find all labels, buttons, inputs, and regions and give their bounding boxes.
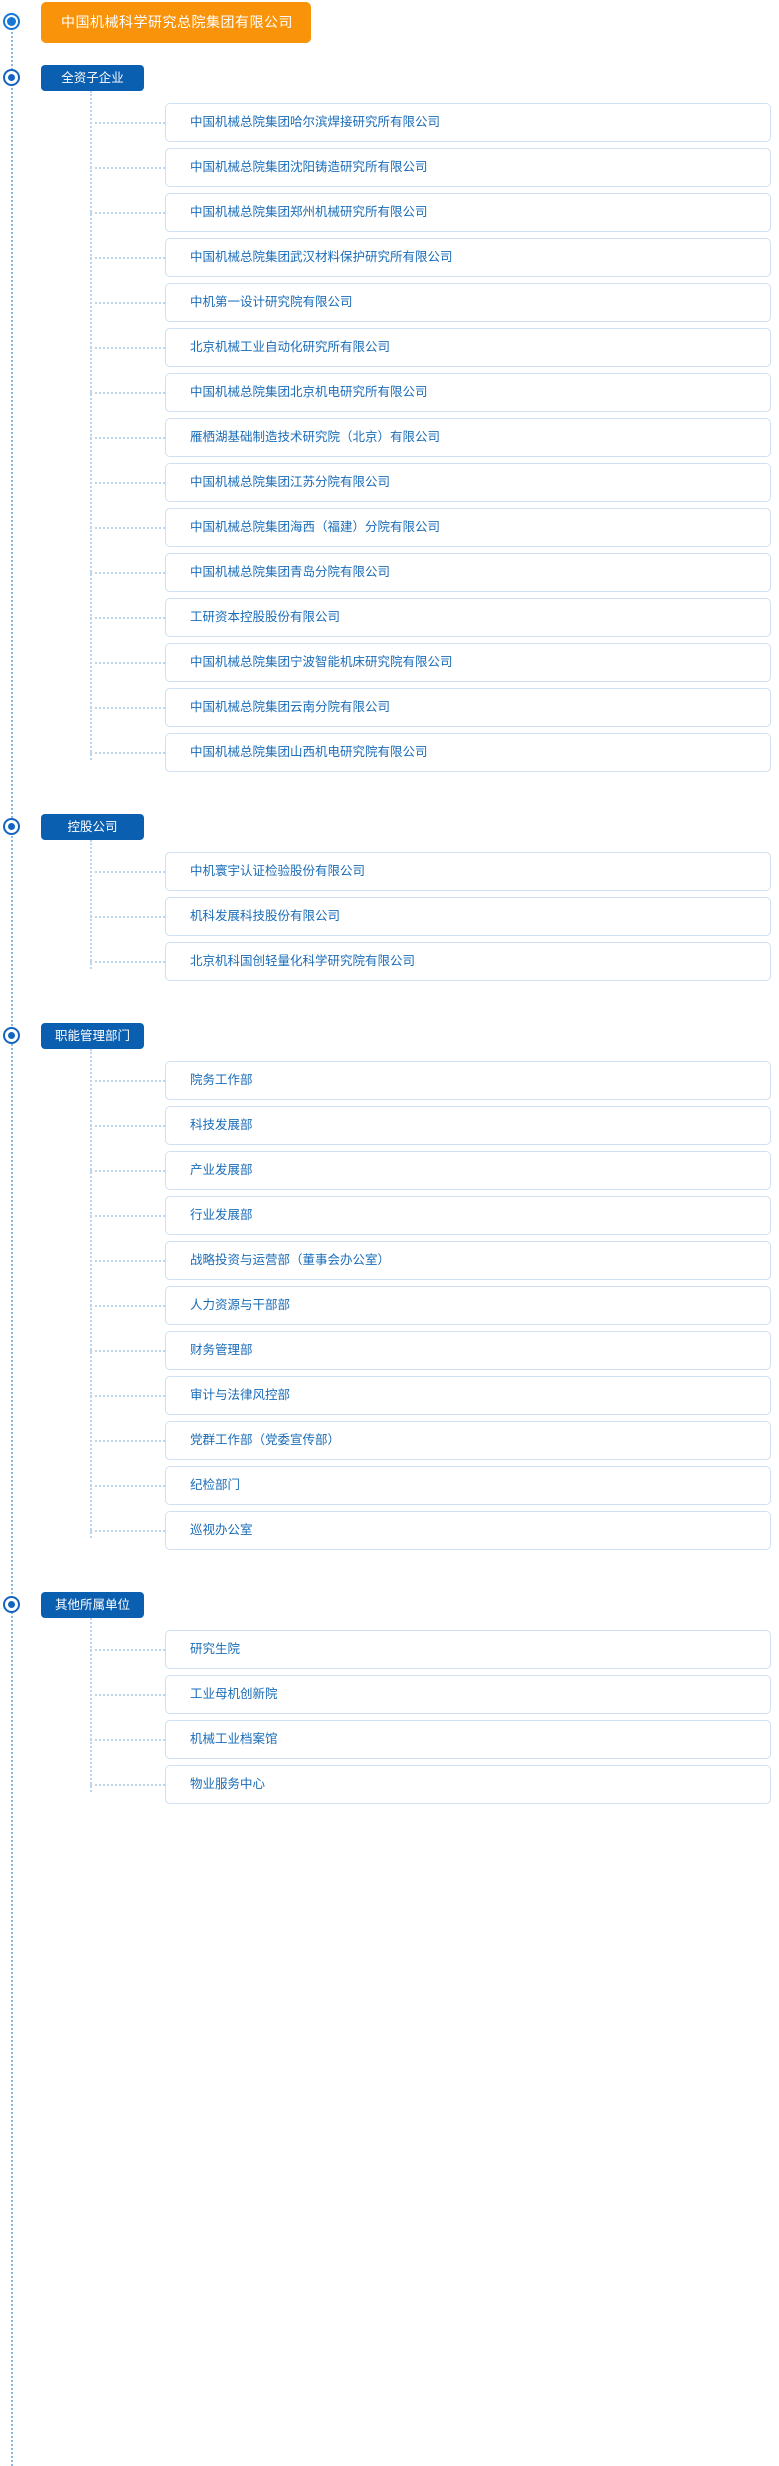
org-item[interactable]: 党群工作部（党委宣传部） (165, 1421, 771, 1460)
category-bullet-icon (3, 1027, 20, 1044)
org-item[interactable]: 中国机械总院集团海西（福建）分院有限公司 (165, 508, 771, 547)
org-item[interactable]: 行业发展部 (165, 1196, 771, 1235)
org-item-row: 党群工作部（党委宣传部） (90, 1421, 779, 1460)
org-item[interactable]: 巡视办公室 (165, 1511, 771, 1550)
org-item[interactable]: 中国机械总院集团沈阳铸造研究所有限公司 (165, 148, 771, 187)
org-item[interactable]: 中机寰宇认证检验股份有限公司 (165, 852, 771, 891)
org-item[interactable]: 中国机械总院集团武汉材料保护研究所有限公司 (165, 238, 771, 277)
org-item-row: 中机寰宇认证检验股份有限公司 (90, 852, 779, 891)
category-header[interactable]: 职能管理部门 (41, 1023, 145, 1049)
org-item-row: 中国机械总院集团哈尔滨焊接研究所有限公司 (90, 103, 779, 142)
org-item[interactable]: 机科发展科技股份有限公司 (165, 897, 771, 936)
group-children: 研究生院工业母机创新院机械工业档案馆物业服务中心 (90, 1618, 779, 1820)
org-item[interactable]: 研究生院 (165, 1630, 771, 1669)
org-item[interactable]: 审计与法律风控部 (165, 1376, 771, 1415)
org-item-row: 中国机械总院集团海西（福建）分院有限公司 (90, 508, 779, 547)
org-item-row: 工业母机创新院 (90, 1675, 779, 1714)
org-item[interactable]: 中国机械总院集团哈尔滨焊接研究所有限公司 (165, 103, 771, 142)
org-item[interactable]: 纪检部门 (165, 1466, 771, 1505)
org-item-row: 北京机科国创轻量化科学研究院有限公司 (90, 942, 779, 981)
category-header[interactable]: 其他所属单位 (41, 1592, 145, 1618)
org-item-row: 中国机械总院集团北京机电研究所有限公司 (90, 373, 779, 412)
root-node-row: 中国机械科学研究总院集团有限公司 (0, 0, 779, 45)
org-item[interactable]: 科技发展部 (165, 1106, 771, 1145)
org-item-row: 财务管理部 (90, 1331, 779, 1370)
org-item-row: 审计与法律风控部 (90, 1376, 779, 1415)
org-item[interactable]: 产业发展部 (165, 1151, 771, 1190)
org-item[interactable]: 中机第一设计研究院有限公司 (165, 283, 771, 322)
org-item-row: 工研资本控股股份有限公司 (90, 598, 779, 637)
category-bullet-icon (3, 1596, 20, 1613)
org-item[interactable]: 战略投资与运营部（董事会办公室） (165, 1241, 771, 1280)
org-item-row: 中机第一设计研究院有限公司 (90, 283, 779, 322)
org-item[interactable]: 中国机械总院集团郑州机械研究所有限公司 (165, 193, 771, 232)
org-item-row: 中国机械总院集团武汉材料保护研究所有限公司 (90, 238, 779, 277)
org-item-row: 人力资源与干部部 (90, 1286, 779, 1325)
org-item-row: 院务工作部 (90, 1061, 779, 1100)
category-header[interactable]: 控股公司 (41, 814, 144, 840)
category-header-row: 职能管理部门 (0, 1023, 779, 1049)
org-item-row: 行业发展部 (90, 1196, 779, 1235)
org-item[interactable]: 财务管理部 (165, 1331, 771, 1370)
org-item-row: 科技发展部 (90, 1106, 779, 1145)
root-bullet-icon (3, 13, 20, 30)
group-children: 中国机械总院集团哈尔滨焊接研究所有限公司中国机械总院集团沈阳铸造研究所有限公司中… (90, 91, 779, 788)
category-header-row: 全资子企业 (0, 65, 779, 91)
category-header[interactable]: 全资子企业 (41, 65, 144, 91)
org-item-row: 机械工业档案馆 (90, 1720, 779, 1759)
org-item[interactable]: 人力资源与干部部 (165, 1286, 771, 1325)
org-item[interactable]: 中国机械总院集团宁波智能机床研究院有限公司 (165, 643, 771, 682)
org-item[interactable]: 中国机械总院集团北京机电研究所有限公司 (165, 373, 771, 412)
org-item-row: 中国机械总院集团江苏分院有限公司 (90, 463, 779, 502)
group-children: 院务工作部科技发展部产业发展部行业发展部战略投资与运营部（董事会办公室） 人力资源… (90, 1049, 779, 1566)
org-item[interactable]: 中国机械总院集团云南分院有限公司 (165, 688, 771, 727)
org-group: 控股公司中机寰宇认证检验股份有限公司机科发展科技股份有限公司北京机科国创轻量化科… (0, 814, 779, 997)
category-header-row: 其他所属单位 (0, 1592, 779, 1618)
org-item-row: 中国机械总院集团郑州机械研究所有限公司 (90, 193, 779, 232)
org-item[interactable]: 机械工业档案馆 (165, 1720, 771, 1759)
org-item-row: 北京机械工业自动化研究所有限公司 (90, 328, 779, 367)
org-item-row: 产业发展部 (90, 1151, 779, 1190)
org-item[interactable]: 工业母机创新院 (165, 1675, 771, 1714)
org-item-row: 中国机械总院集团沈阳铸造研究所有限公司 (90, 148, 779, 187)
org-item[interactable]: 北京机科国创轻量化科学研究院有限公司 (165, 942, 771, 981)
root-node[interactable]: 中国机械科学研究总院集团有限公司 (41, 2, 311, 43)
org-item-row: 纪检部门 (90, 1466, 779, 1505)
category-bullet-icon (3, 69, 20, 86)
org-item[interactable]: 物业服务中心 (165, 1765, 771, 1804)
org-item-row: 战略投资与运营部（董事会办公室） (90, 1241, 779, 1280)
org-item-row: 中国机械总院集团青岛分院有限公司 (90, 553, 779, 592)
org-item[interactable]: 中国机械总院集团山西机电研究院有限公司 (165, 733, 771, 772)
org-item-row: 中国机械总院集团云南分院有限公司 (90, 688, 779, 727)
org-item-row: 巡视办公室 (90, 1511, 779, 1550)
org-item-row: 物业服务中心 (90, 1765, 779, 1804)
category-bullet-icon (3, 818, 20, 835)
org-group: 职能管理部门院务工作部科技发展部产业发展部行业发展部战略投资与运营部（董事会办公… (0, 1023, 779, 1566)
org-item-row: 中国机械总院集团宁波智能机床研究院有限公司 (90, 643, 779, 682)
org-item-row: 机科发展科技股份有限公司 (90, 897, 779, 936)
org-group: 其他所属单位研究生院工业母机创新院机械工业档案馆物业服务中心 (0, 1592, 779, 1820)
group-children: 中机寰宇认证检验股份有限公司机科发展科技股份有限公司北京机科国创轻量化科学研究院… (90, 840, 779, 997)
org-item[interactable]: 北京机械工业自动化研究所有限公司 (165, 328, 771, 367)
category-header-row: 控股公司 (0, 814, 779, 840)
org-item-row: 雁栖湖基础制造技术研究院（北京）有限公司 (90, 418, 779, 457)
main-spine-line (11, 24, 13, 2466)
org-item[interactable]: 院务工作部 (165, 1061, 771, 1100)
groups-container: 全资子企业中国机械总院集团哈尔滨焊接研究所有限公司中国机械总院集团沈阳铸造研究所… (0, 65, 779, 1820)
org-item[interactable]: 雁栖湖基础制造技术研究院（北京）有限公司 (165, 418, 771, 457)
org-item[interactable]: 工研资本控股股份有限公司 (165, 598, 771, 637)
org-item[interactable]: 中国机械总院集团江苏分院有限公司 (165, 463, 771, 502)
org-item-row: 中国机械总院集团山西机电研究院有限公司 (90, 733, 779, 772)
org-item[interactable]: 中国机械总院集团青岛分院有限公司 (165, 553, 771, 592)
org-item-row: 研究生院 (90, 1630, 779, 1669)
org-group: 全资子企业中国机械总院集团哈尔滨焊接研究所有限公司中国机械总院集团沈阳铸造研究所… (0, 65, 779, 788)
